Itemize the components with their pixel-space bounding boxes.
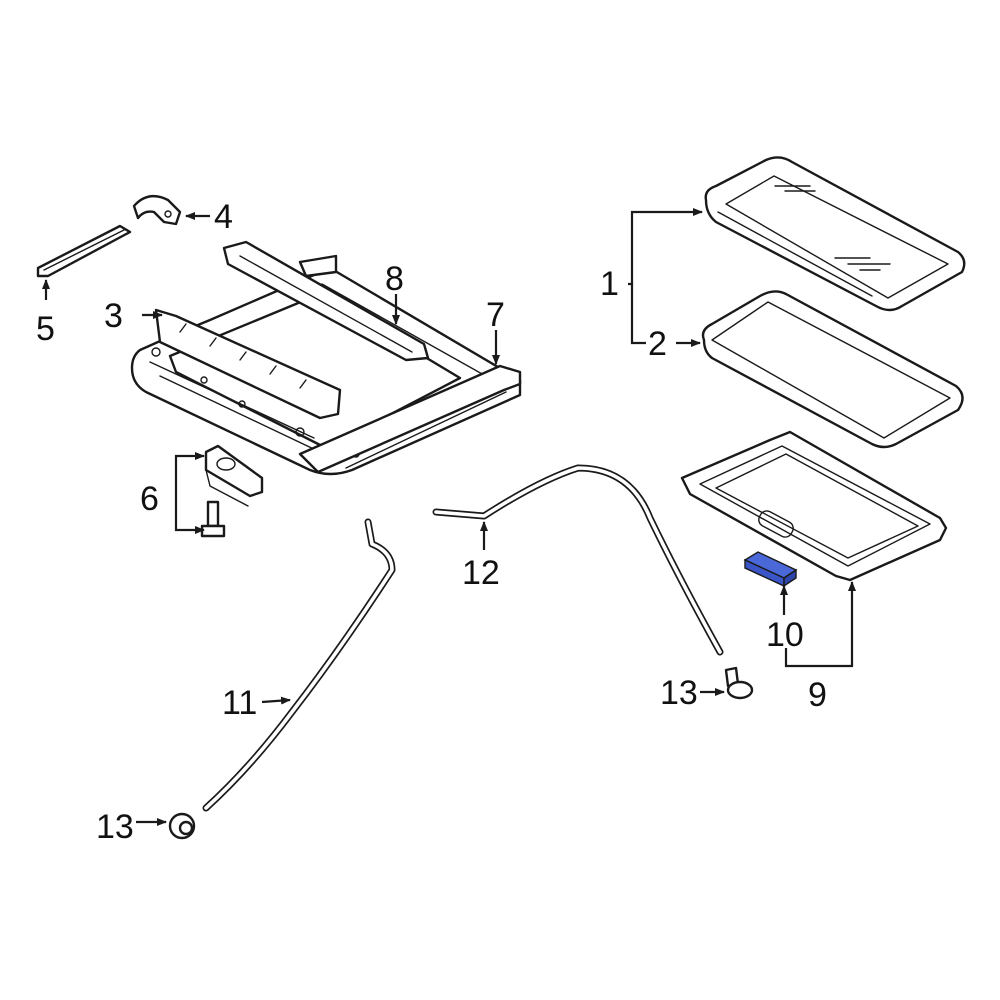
part-bracket <box>204 444 264 507</box>
callout-7: 7 <box>486 296 505 334</box>
part-strip <box>36 224 132 278</box>
part-front-rail <box>154 308 342 420</box>
part-seal <box>701 290 964 449</box>
part-drain-hose-left <box>202 518 396 812</box>
part-drain-hose-right <box>432 464 724 656</box>
callout-4: 4 <box>214 198 233 236</box>
callout-5: 5 <box>36 310 55 348</box>
part-grommet-left <box>168 812 196 840</box>
leader-lines <box>42 208 856 826</box>
part-bolt <box>200 500 226 538</box>
callout-13-right: 13 <box>660 674 698 712</box>
callout-6: 6 <box>140 480 159 518</box>
callout-2: 2 <box>648 325 667 363</box>
callout-13-left: 13 <box>96 808 134 846</box>
callout-12: 12 <box>462 554 500 592</box>
callout-9: 9 <box>808 676 827 714</box>
part-glass-panel <box>704 156 966 312</box>
callout-labels: 1 2 3 4 5 6 7 8 9 10 11 12 13 13 <box>36 198 827 846</box>
part-pad-highlighted <box>743 551 798 588</box>
part-side-rail <box>298 364 522 474</box>
callout-3: 3 <box>104 297 123 335</box>
part-rear-rail <box>222 240 430 362</box>
part-sunshade <box>680 430 948 582</box>
callout-11: 11 <box>222 684 257 722</box>
callout-1: 1 <box>600 265 619 303</box>
part-grommet-right <box>724 666 754 700</box>
callout-10: 10 <box>766 616 804 654</box>
callout-8: 8 <box>385 260 404 298</box>
part-clip <box>132 194 182 226</box>
